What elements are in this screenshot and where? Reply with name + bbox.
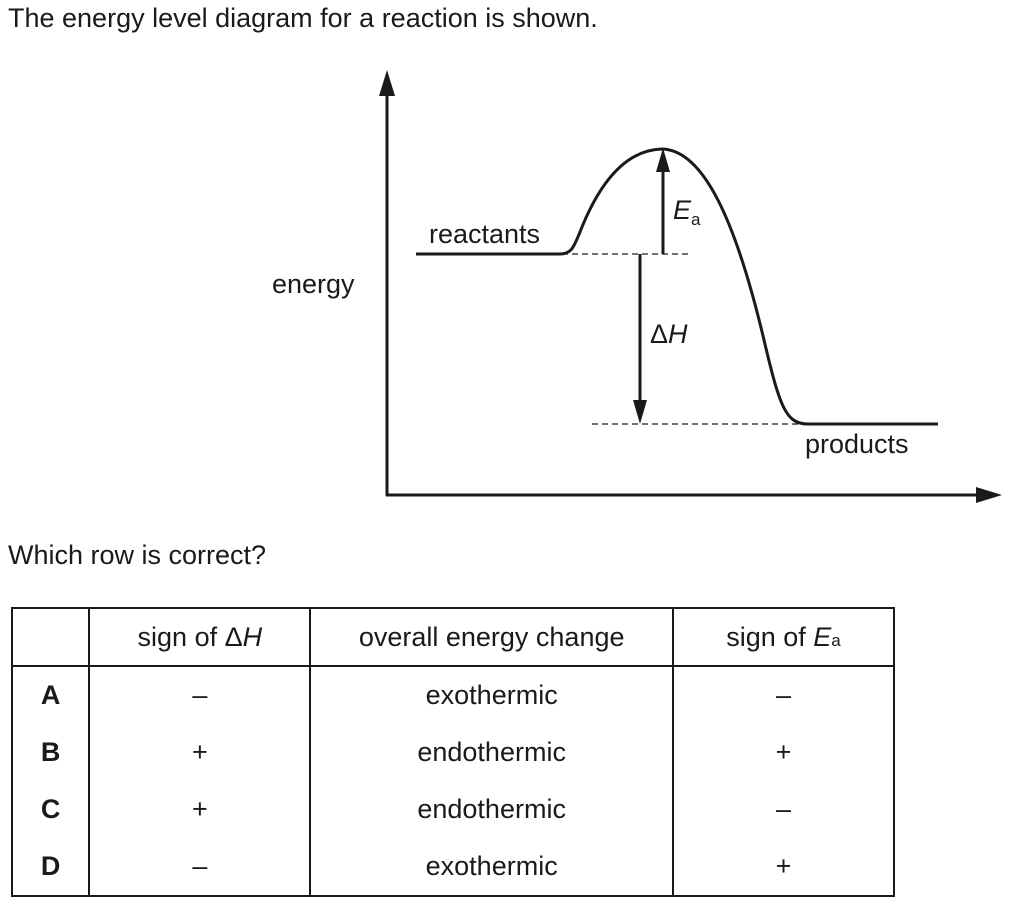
row-ea-sign: + (671, 838, 896, 897)
enthalpy-delta-symbol: Δ (650, 319, 668, 349)
table-row-d[interactable]: D – exothermic + (10, 838, 896, 897)
activation-energy-subscript: a (691, 210, 701, 229)
row-energy-change: endothermic (309, 724, 674, 781)
reactants-label: reactants (429, 219, 540, 249)
row-dh-sign: – (88, 666, 312, 724)
energy-level-diagram: energy reactants products Ea ΔH (272, 70, 1002, 503)
row-energy-change: endothermic (309, 781, 674, 838)
answer-table: sign of ΔH overall energy change sign of… (10, 607, 896, 897)
table-row-c[interactable]: C + endothermic – (10, 781, 896, 838)
row-dh-sign: – (88, 838, 312, 897)
reaction-profile-curve (416, 147, 938, 426)
x-axis-arrowhead (976, 487, 1002, 503)
header-sign-of-ea: sign of Ea (671, 607, 896, 667)
enthalpy-symbol: H (668, 319, 688, 349)
enthalpy-change-label: ΔH (650, 319, 688, 349)
header-dh-symbol: H (242, 621, 263, 652)
row-ea-sign: – (671, 781, 896, 838)
y-axis-label: energy (272, 269, 355, 299)
header-overall-energy-change: overall energy change (309, 607, 674, 667)
row-letter: D (10, 838, 91, 897)
header-ea-prefix: sign of (726, 621, 814, 652)
row-ea-sign: – (671, 666, 896, 724)
row-energy-change: exothermic (309, 838, 674, 897)
activation-energy-arrowhead (656, 148, 670, 172)
products-label: products (805, 429, 909, 459)
header-dh-prefix: sign of Δ (137, 621, 243, 652)
header-sign-of-delta-h: sign of ΔH (88, 607, 312, 667)
header-ea-symbol: E (813, 621, 832, 652)
activation-energy-label: Ea (673, 195, 701, 229)
table-row-b[interactable]: B + endothermic + (10, 724, 896, 781)
row-letter: A (10, 666, 91, 724)
row-dh-sign: + (88, 724, 312, 781)
activation-energy-symbol: E (673, 195, 692, 225)
enthalpy-change-arrowhead (633, 400, 647, 424)
row-letter: B (10, 724, 91, 781)
question-intro: The energy level diagram for a reaction … (8, 3, 598, 33)
y-axis-arrowhead (379, 70, 395, 96)
table-header-row: sign of ΔH overall energy change sign of… (10, 607, 896, 667)
question-prompt: Which row is correct? (8, 540, 267, 570)
header-blank-cell (10, 607, 91, 667)
header-ea-subscript: a (831, 630, 841, 650)
table-row-a[interactable]: A – exothermic – (10, 666, 896, 724)
row-energy-change: exothermic (309, 666, 674, 724)
row-dh-sign: + (88, 781, 312, 838)
row-letter: C (10, 781, 91, 838)
row-ea-sign: + (671, 724, 896, 781)
